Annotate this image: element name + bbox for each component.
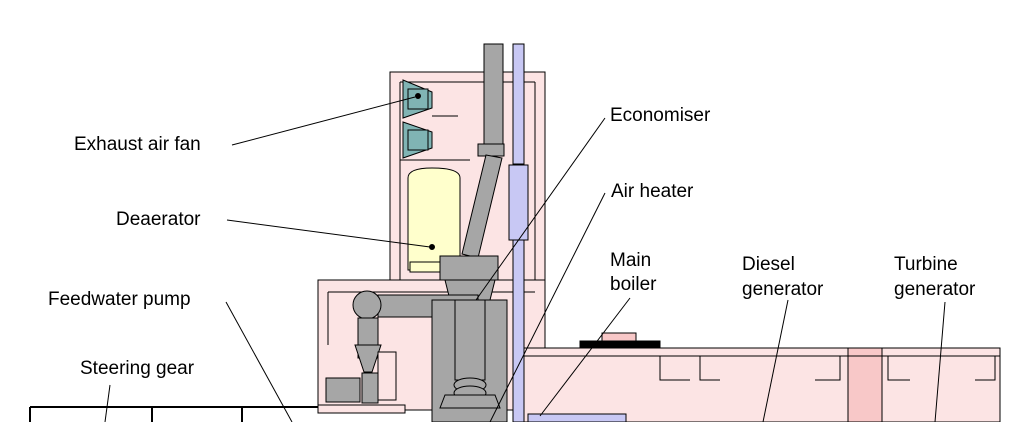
leader-steering-gear	[104, 384, 111, 422]
leader-diesel-generator	[762, 299, 789, 422]
label-economiser: Economiser	[610, 105, 711, 126]
label-feedwater-pump: Feedwater pump	[48, 289, 191, 310]
label-turbine-generator-line2: generator	[894, 279, 976, 300]
leader-lines	[104, 96, 946, 422]
steering-gear-compartment	[29, 404, 406, 422]
label-turbine-generator-line1: Turbine	[894, 254, 958, 275]
main-deck-hull	[519, 332, 1001, 422]
label-deaerator: Deaerator	[116, 209, 201, 230]
label-exhaust-air-fan: Exhaust air fan	[74, 134, 201, 155]
leader-main-boiler	[539, 297, 631, 417]
leader-turbine-generator	[934, 301, 946, 422]
leader-economiser	[475, 117, 606, 301]
leader-air-heater	[489, 192, 606, 422]
leader-feedwater-pump	[225, 301, 293, 422]
label-main-boiler-line2: boiler	[610, 274, 657, 295]
label-diesel-generator-line1: Diesel	[742, 254, 795, 275]
label-main-boiler-line1: Main	[610, 250, 652, 271]
deaerator-tank	[407, 167, 461, 273]
label-steering-gear: Steering gear	[80, 358, 195, 379]
exhaust-air-fans	[402, 79, 458, 159]
label-diesel-generator-line2: generator	[742, 279, 824, 300]
label-air-heater: Air heater	[611, 181, 694, 202]
leader-deaerator	[226, 219, 431, 248]
exhaust-uptake	[439, 43, 505, 301]
leader-exhaust-air-fan	[231, 96, 416, 146]
main-boiler-block	[325, 290, 508, 422]
